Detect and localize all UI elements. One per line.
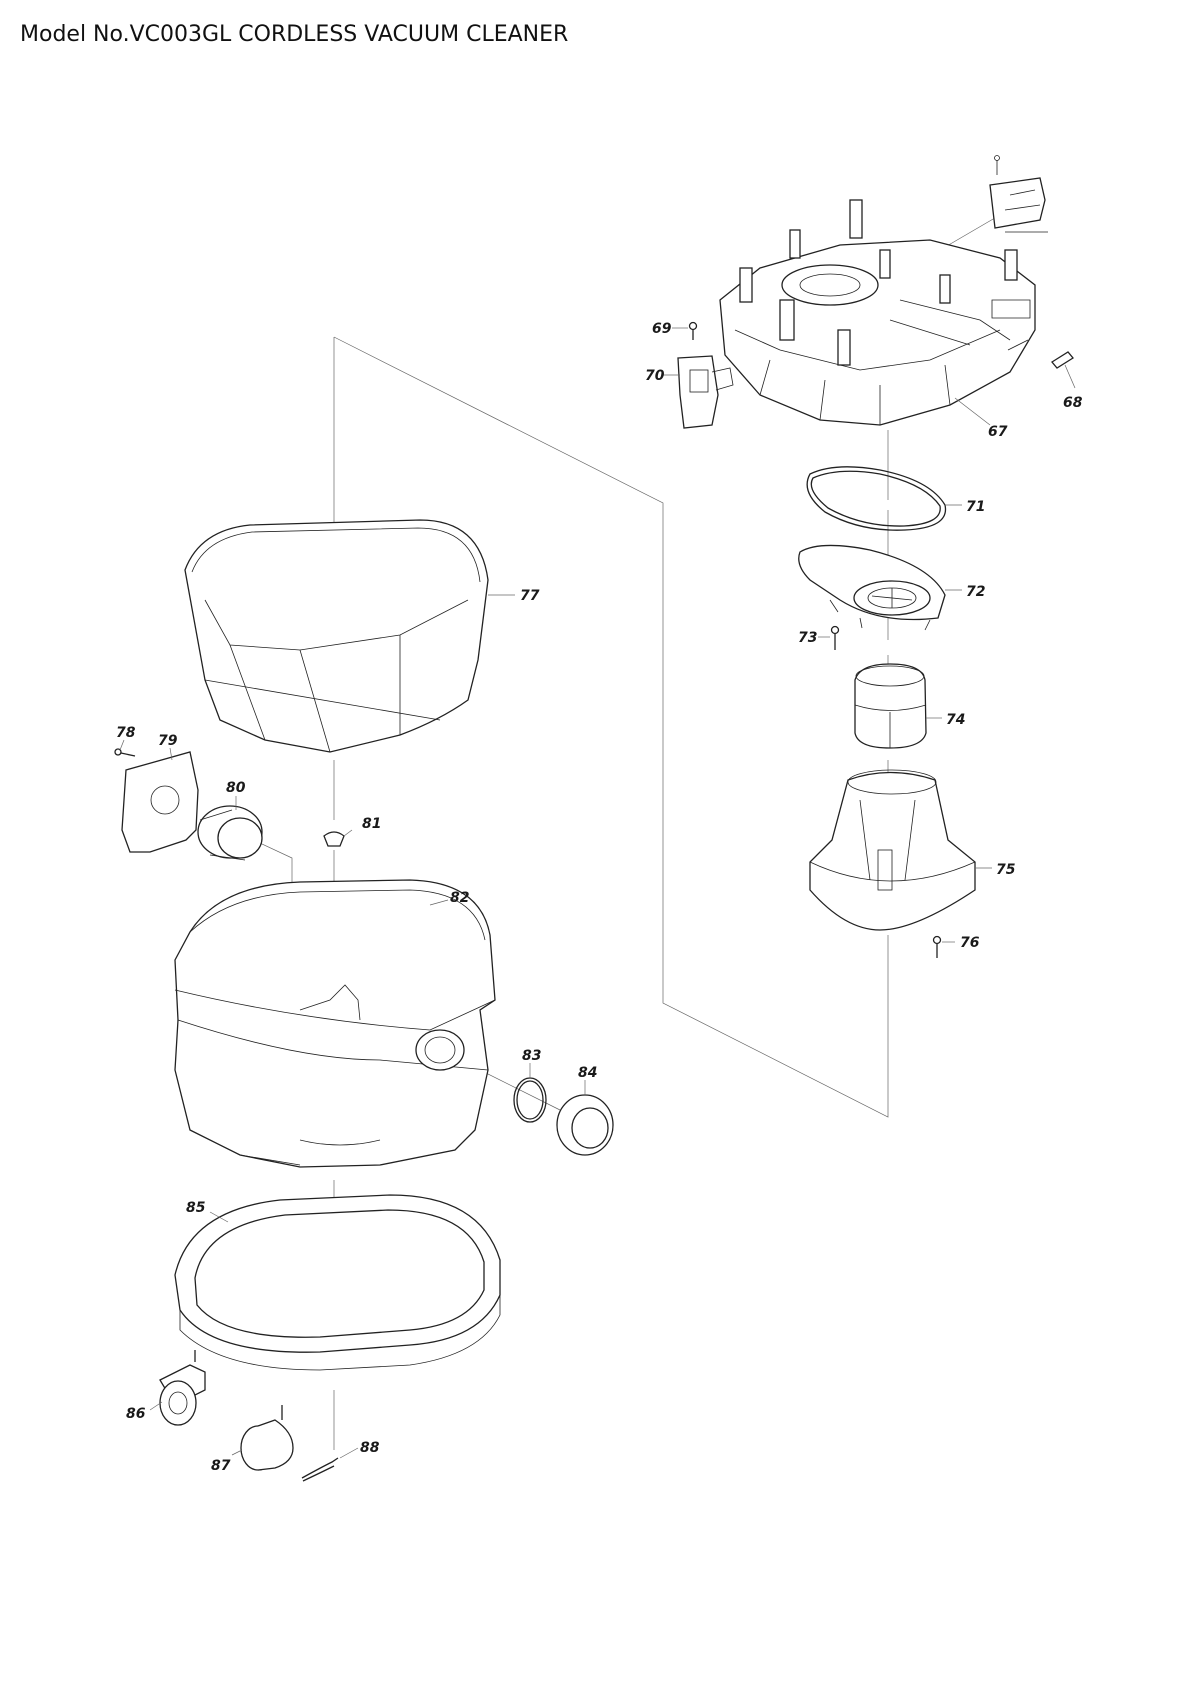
label-85: 85 [186, 1200, 206, 1216]
label-76: 76 [960, 935, 980, 951]
label-81: 81 [362, 816, 381, 832]
part-85-base-frame [174, 1194, 501, 1371]
label-84: 84 [578, 1065, 597, 1081]
label-67: 67 [988, 424, 1008, 440]
part-84-ring-nut [556, 1094, 614, 1156]
part-72-filter-plate [798, 544, 946, 631]
label-78: 78 [116, 725, 136, 741]
part-79-cover-plate [121, 751, 199, 853]
part-87-roller [240, 1405, 294, 1471]
label-83: 83 [522, 1048, 541, 1064]
part-75-cyclone-housing [809, 769, 976, 931]
label-75: 75 [996, 862, 1016, 878]
label-87: 87 [211, 1458, 231, 1474]
label-80: 80 [226, 780, 246, 796]
part-80-inlet-port [197, 805, 263, 861]
label-86: 86 [126, 1406, 146, 1422]
part-78-screw [114, 748, 136, 757]
part-67-top-housing [719, 199, 1036, 426]
label-73: 73 [798, 630, 817, 646]
label-82: 82 [450, 890, 469, 906]
label-72: 72 [966, 584, 985, 600]
part-76-screw [932, 935, 942, 958]
label-70: 70 [645, 368, 665, 384]
part-74-filter-cylinder [854, 663, 927, 749]
part-70-filter-clip [677, 355, 734, 429]
part-68-clip [1051, 351, 1074, 369]
part-71-gasket [806, 466, 947, 531]
part-number-labels: 67 68 69 70 71 72 73 74 75 76 77 78 79 8… [116, 321, 1083, 1474]
part-83-o-ring [513, 1077, 547, 1123]
label-77: 77 [520, 588, 540, 604]
label-88: 88 [360, 1440, 380, 1456]
part-81-plug [323, 831, 345, 847]
part-86-caster [159, 1350, 206, 1426]
part-77-inner-container [184, 519, 489, 753]
part-69-screw [688, 321, 698, 340]
part-88-pin [301, 1457, 339, 1482]
label-leaders [119, 327, 1076, 1459]
part-82-tank [174, 879, 496, 1168]
part-73-screw [830, 625, 840, 650]
latch-detail [989, 155, 1048, 233]
label-71: 71 [966, 499, 985, 515]
label-74: 74 [946, 712, 965, 728]
page-title: Model No.VC003GL CORDLESS VACUUM CLEANER [20, 22, 569, 47]
label-68: 68 [1063, 395, 1083, 411]
label-69: 69 [652, 321, 672, 337]
label-79: 79 [158, 733, 178, 749]
